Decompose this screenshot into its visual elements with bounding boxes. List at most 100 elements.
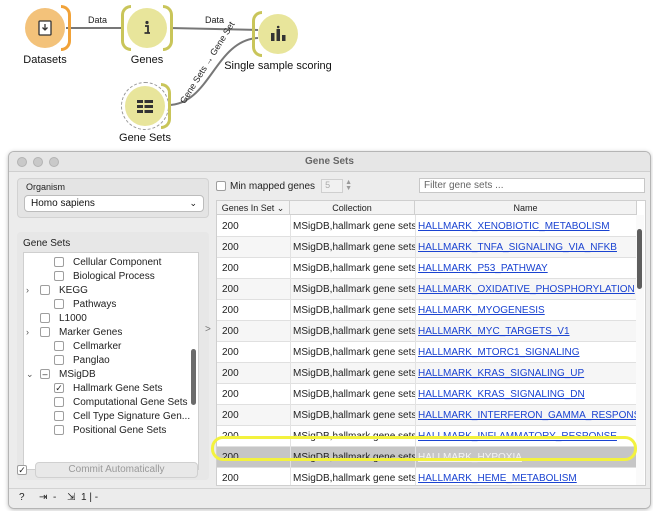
- commit-button[interactable]: Commit Automatically: [35, 462, 198, 478]
- tree-checkbox[interactable]: [54, 425, 64, 435]
- chevron-right-icon[interactable]: ›: [26, 327, 29, 337]
- tree-item-pathways[interactable]: Pathways: [54, 297, 116, 311]
- info-icon: [144, 20, 150, 34]
- table-cell-genes: 200: [222, 326, 239, 337]
- input-icon[interactable]: ⇥: [39, 492, 48, 503]
- node-datasets-label: Datasets: [23, 54, 67, 66]
- tree-item-label: Cell Type Signature Gen...: [73, 410, 191, 422]
- tree-item-panglao[interactable]: Panglao: [54, 353, 110, 367]
- workflow-canvas: Data Data Gene Sets → Gene Set Datasets …: [0, 0, 653, 150]
- tree-scrollbar[interactable]: [191, 349, 196, 405]
- chevron-down-icon: ⌄: [189, 198, 197, 208]
- tree-checkbox[interactable]: [54, 397, 64, 407]
- tree-checkbox[interactable]: [40, 313, 50, 323]
- link-genesets-scoring[interactable]: [167, 37, 259, 106]
- tree-checkbox[interactable]: [40, 285, 50, 295]
- table-cell-collection: MSigDB,hallmark gene sets: [293, 389, 415, 400]
- node-genes-body[interactable]: [127, 8, 167, 48]
- table-cell-name[interactable]: HALLMARK_KRAS_SIGNALING_DN: [418, 389, 585, 400]
- column-header-name[interactable]: Name: [415, 201, 637, 215]
- table-cell-name[interactable]: HALLMARK_OXIDATIVE_PHOSPHORYLATION: [418, 284, 635, 295]
- tree-item-cell-type-signature[interactable]: Cell Type Signature Gen...: [54, 409, 190, 423]
- gene-sets-group-title: Gene Sets: [23, 238, 71, 249]
- tree-checkbox[interactable]: [54, 271, 64, 281]
- commit-row: ✓ Commit Automatically: [17, 462, 209, 480]
- tree-item-positional-gene-sets[interactable]: Positional Gene Sets: [54, 423, 166, 437]
- commit-auto-checkbox[interactable]: ✓: [17, 464, 27, 475]
- table-scroll-track[interactable]: [636, 215, 644, 485]
- filter-gene-sets-input[interactable]: Filter gene sets ...: [419, 178, 645, 193]
- tree-item-computational-gene-sets[interactable]: Computational Gene Sets: [54, 395, 188, 409]
- zoom-window-button[interactable]: [49, 157, 59, 167]
- tree-checkbox[interactable]: [54, 299, 64, 309]
- organism-select[interactable]: Homo sapiens ⌄: [24, 195, 204, 212]
- node-genes-input-arc: [121, 5, 131, 51]
- link-label-genes-scoring: Data: [205, 15, 225, 25]
- tree-item-label: Biological Process: [73, 270, 155, 282]
- tree-checkbox[interactable]: [54, 411, 64, 421]
- table-cell-name[interactable]: HALLMARK_TNFA_SIGNALING_VIA_NFKB: [418, 242, 617, 253]
- table-cell-name[interactable]: HALLMARK_INTERFERON_GAMMA_RESPONSE: [418, 410, 636, 421]
- min-mapped-spinbox[interactable]: 5: [321, 179, 344, 193]
- window-title: Gene Sets: [305, 156, 354, 167]
- table-cell-name[interactable]: HALLMARK_INFLAMMATORY_RESPONSE: [418, 431, 617, 442]
- node-gene-sets-body[interactable]: [125, 86, 165, 126]
- link-genes-scoring[interactable]: [169, 27, 259, 31]
- minimize-window-button[interactable]: [33, 157, 43, 167]
- close-window-button[interactable]: [17, 157, 27, 167]
- tree-item-marker-genes[interactable]: › Marker Genes: [26, 325, 122, 339]
- tree-checkbox[interactable]: [54, 341, 64, 351]
- table-cell-name[interactable]: HALLMARK_KRAS_SIGNALING_UP: [418, 368, 585, 379]
- table-cell-name[interactable]: HALLMARK_XENOBIOTIC_METABOLISM: [418, 221, 610, 232]
- tree-checkbox[interactable]: [54, 257, 64, 267]
- tree-item-cellular-component[interactable]: Cellular Component: [54, 255, 161, 269]
- tree-checkbox-checked[interactable]: ✓: [54, 382, 64, 393]
- tree-checkbox[interactable]: [40, 327, 50, 337]
- table-cell-collection: MSigDB,hallmark gene sets: [293, 431, 415, 442]
- tree-item-hallmark-gene-sets[interactable]: ✓ Hallmark Gene Sets: [54, 381, 162, 395]
- tree-item-kegg[interactable]: › KEGG: [26, 283, 88, 297]
- node-genes-label: Genes: [130, 54, 164, 66]
- table-cell-name[interactable]: HALLMARK_MTORC1_SIGNALING: [418, 347, 580, 358]
- table-scrollbar[interactable]: [637, 229, 642, 289]
- node-scoring-body[interactable]: [258, 14, 298, 54]
- tree-item-l1000[interactable]: L1000: [40, 311, 87, 325]
- chevron-down-icon[interactable]: ⌄: [26, 368, 34, 379]
- table-cell-name[interactable]: HALLMARK_HYPOXIA: [418, 452, 522, 463]
- spinbox-arrows-icon[interactable]: ▲▼: [345, 179, 352, 192]
- tree-item-cellmarker[interactable]: Cellmarker: [54, 339, 121, 353]
- tree-item-biological-process[interactable]: Biological Process: [54, 269, 155, 283]
- node-datasets-body[interactable]: [25, 8, 65, 48]
- tree-checkbox-partial[interactable]: –: [40, 369, 50, 379]
- tree-item-msigdb[interactable]: ⌄ – MSigDB: [26, 367, 96, 381]
- tree-item-label: Hallmark Gene Sets: [73, 382, 163, 394]
- chevron-right-icon[interactable]: ›: [26, 285, 29, 295]
- gene-sets-tree[interactable]: Cellular Component Biological Process › …: [23, 252, 199, 470]
- column-header-genes-in-set[interactable]: Genes In Set ⌄: [217, 201, 290, 215]
- column-header-collection[interactable]: Collection: [290, 201, 415, 215]
- table-cell-name[interactable]: HALLMARK_MYOGENESIS: [418, 305, 545, 316]
- min-mapped-checkbox[interactable]: [216, 181, 226, 191]
- table-cell-name[interactable]: HALLMARK_MYC_TARGETS_V1: [418, 326, 570, 337]
- table-cell-name[interactable]: HALLMARK_HEME_METABOLISM: [418, 473, 577, 484]
- output-icon[interactable]: ⇲: [67, 492, 76, 503]
- tree-checkbox[interactable]: [54, 355, 64, 365]
- titlebar[interactable]: Gene Sets: [9, 152, 650, 172]
- collapse-panel-icon[interactable]: >: [205, 324, 211, 335]
- table-cell-name[interactable]: HALLMARK_P53_PATHWAY: [418, 263, 548, 274]
- help-icon[interactable]: ?: [19, 492, 25, 503]
